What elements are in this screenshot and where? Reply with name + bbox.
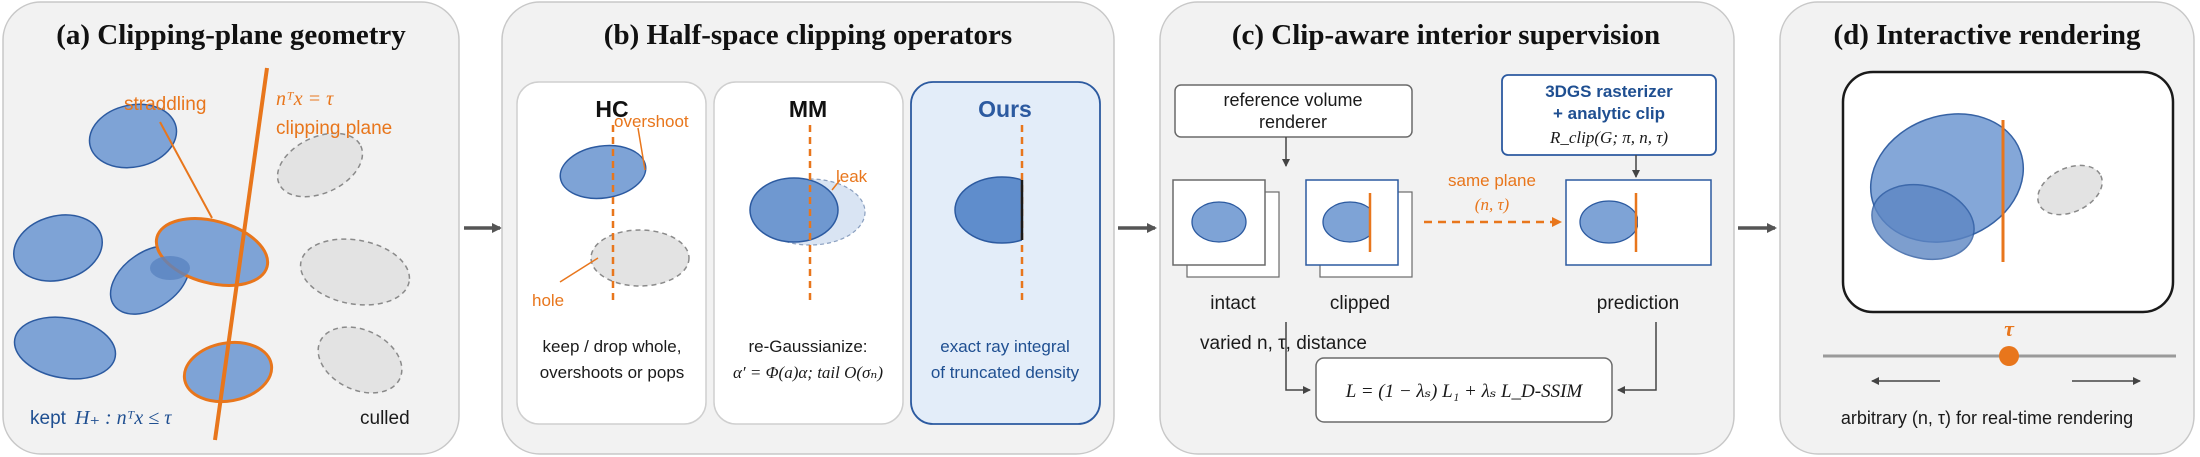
clipping-plane-label: clipping plane — [276, 118, 392, 139]
render-gaussian-small — [1871, 183, 1975, 261]
leak-leader — [831, 179, 841, 191]
kept-label: kept — [30, 408, 67, 429]
loss-box — [1315, 357, 1613, 423]
ours-title: Ours — [978, 96, 1032, 122]
plane-equation: nᵀx = τ — [276, 88, 334, 110]
reference-renderer-box — [1174, 84, 1413, 138]
overshoot-leader — [637, 127, 646, 171]
panel-b: (b) Half-space clipping operators HC ove… — [501, 1, 1115, 455]
rasterizer-line2: + analytic clip — [1553, 104, 1665, 123]
hole-label: hole — [532, 291, 564, 310]
kept-equation: H₊ : nᵀx ≤ τ — [74, 407, 172, 429]
ours-box — [910, 81, 1101, 425]
ours-caption-line2: of truncated density — [931, 363, 1080, 382]
clipped-gaussian — [1322, 201, 1370, 243]
culled-gaussian — [276, 132, 364, 198]
mm-title: MM — [789, 96, 827, 122]
slider-handle[interactable] — [1999, 346, 2019, 366]
overshoot-label: overshoot — [614, 112, 689, 131]
ours-caption-line1: exact ray integral — [940, 337, 1069, 356]
straddling-label: straddling — [124, 94, 206, 115]
intact-label: intact — [1210, 293, 1256, 314]
intact-gaussian — [1191, 201, 1247, 243]
mm-regaussianized — [749, 177, 839, 243]
panel-d-caption: arbitrary (n, τ) for real-time rendering — [1841, 408, 2133, 428]
panel-b-title: (b) Half-space clipping operators — [604, 19, 1012, 51]
prediction-label: prediction — [1597, 293, 1679, 314]
hc-kept-gaussian — [559, 144, 647, 200]
hc-caption-line1: keep / drop whole, — [543, 337, 682, 356]
overlap-region — [150, 256, 190, 280]
pred-to-loss-connector — [1617, 322, 1657, 394]
reference-renderer-line1: reference volume — [1223, 90, 1362, 110]
straddling-leader — [159, 121, 213, 219]
hc-caption-line2: overshoots or pops — [540, 363, 685, 382]
kept-gaussian — [13, 214, 103, 282]
same-plane-label: same plane — [1448, 171, 1536, 190]
ours-truncated-gaussian — [954, 176, 1022, 244]
culled-gaussian — [317, 326, 403, 394]
render-culled-gaussian — [2037, 164, 2103, 216]
prediction-gaussian — [1579, 200, 1638, 244]
varied-label: varied n, τ, distance — [1200, 333, 1367, 354]
culled-gaussian — [299, 238, 411, 306]
kept-gaussian — [13, 316, 117, 380]
clipped-label: clipped — [1330, 293, 1390, 314]
reference-renderer-line2: renderer — [1259, 112, 1327, 132]
rasterizer-line1: 3DGS rasterizer — [1545, 82, 1673, 101]
hc-title: HC — [595, 96, 628, 122]
mm-box — [713, 81, 904, 425]
hc-dropped-gaussian — [590, 229, 690, 287]
straddling-gaussian — [182, 340, 274, 404]
leak-label: leak — [836, 167, 868, 186]
panel-c: (c) Clip-aware interior supervision refe… — [1159, 1, 1735, 455]
loss-equation: L = (1 − λₛ) L₁ + λₛ L_D-SSIM — [1345, 381, 1584, 402]
panel-d-title: (d) Interactive rendering — [1833, 19, 2141, 51]
culled-label: culled — [360, 408, 410, 429]
rasterizer-equation: R_clip(G; π, n, τ) — [1549, 128, 1668, 147]
tau-label: τ — [2004, 316, 2015, 341]
gt-to-loss-connector — [1285, 322, 1311, 394]
mm-caption-line2: α′ = Φ(a)α; tail O(σₙ) — [733, 363, 883, 382]
clipping-plane-line — [213, 67, 269, 441]
panel-a: (a) Clipping-plane geometry straddling n… — [2, 1, 460, 455]
kept-gaussian — [88, 103, 178, 169]
panel-d: (d) Interactive rendering τ arbitrary (n… — [1779, 1, 2195, 455]
mm-caption-line1: re-Gaussianize: — [748, 337, 867, 356]
hole-leader — [559, 257, 599, 283]
panel-c-title: (c) Clip-aware interior supervision — [1232, 19, 1660, 51]
panel-a-title: (a) Clipping-plane geometry — [56, 19, 406, 51]
rasterizer-box — [1501, 74, 1717, 156]
same-plane-params: (n, τ) — [1475, 195, 1510, 214]
